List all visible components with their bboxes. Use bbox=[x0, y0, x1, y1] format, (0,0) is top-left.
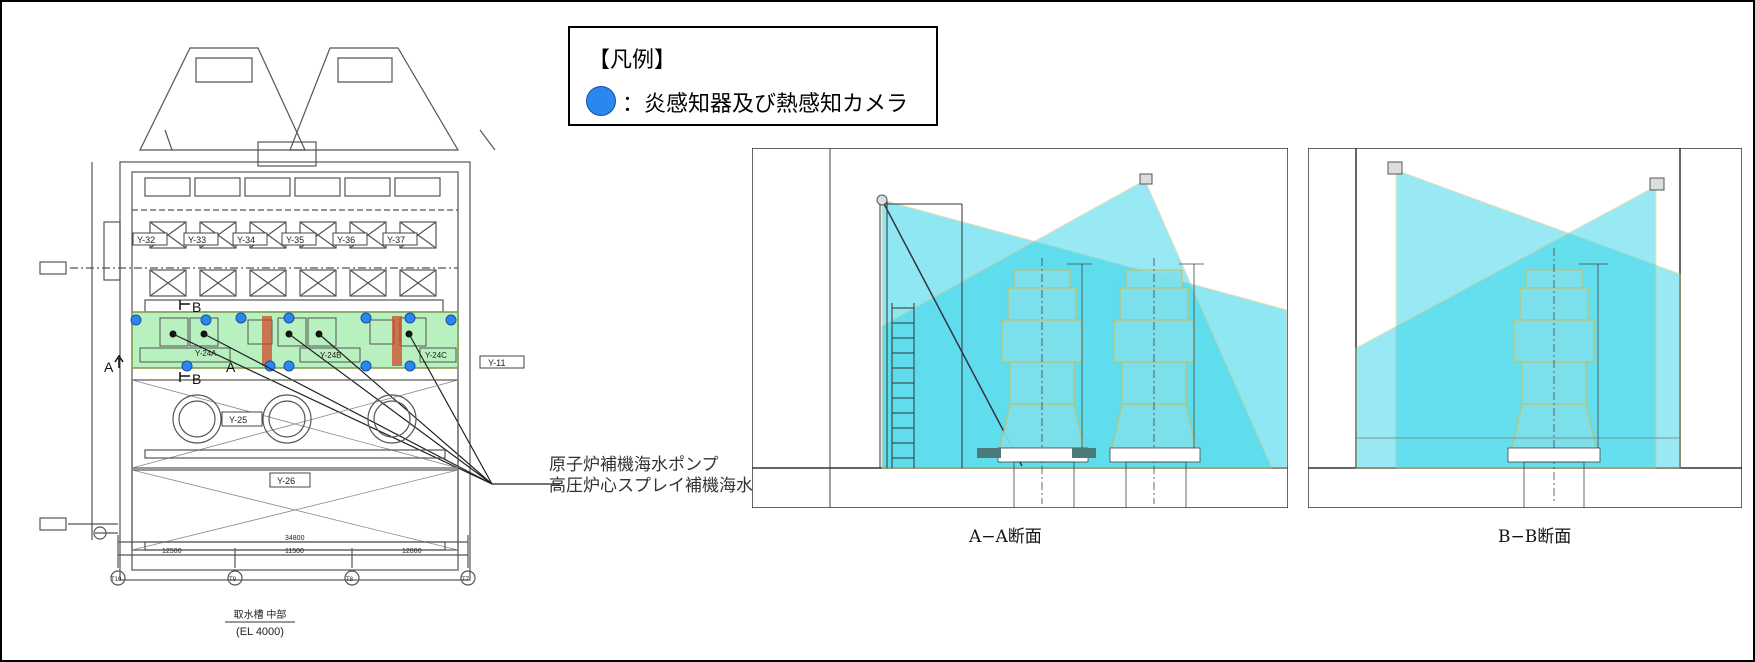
camera-icon bbox=[876, 173, 1153, 206]
grid-label: T10 bbox=[111, 577, 122, 583]
room-label: Y-36 bbox=[337, 235, 355, 245]
tag-y24b: Y-24B bbox=[320, 351, 342, 360]
tag-y11: Y-11 bbox=[488, 358, 506, 368]
section-bb-label: B−B断面 bbox=[1498, 527, 1572, 547]
dim-1: 12500 bbox=[162, 548, 182, 555]
dim-total: 34800 bbox=[285, 535, 305, 542]
section-a-marker: A bbox=[226, 359, 236, 375]
grid-label: T8 bbox=[346, 577, 354, 583]
dim-3: 12000 bbox=[402, 548, 422, 555]
tag-y26: Y-26 bbox=[277, 476, 295, 486]
detector-legend-icon bbox=[586, 86, 616, 116]
room-label: Y-33 bbox=[188, 235, 206, 245]
tag-y24a: Y-24A bbox=[195, 349, 217, 358]
section-bb-drawing bbox=[1308, 148, 1742, 508]
room-label: Y-34 bbox=[237, 235, 255, 245]
camera-icon bbox=[1387, 161, 1665, 191]
legend: 【凡例】 ：炎感知器及び熱感知カメラ bbox=[568, 26, 938, 126]
detector-markers bbox=[130, 312, 457, 372]
pump-label-rccw: 原子炉補機海水ポンプ bbox=[549, 455, 719, 475]
legend-title: 【凡例】 bbox=[588, 48, 677, 73]
legend-item-text: ：炎感知器及び熱感知カメラ bbox=[622, 92, 909, 117]
plan-drawing: Y-32 Y-33 Y-34 Y-35 Y-36 Y-37 Y-11 Y-25 … bbox=[39, 47, 560, 638]
pump-label-hpcs: 高圧炉心スプレイ補機海水ポンプ bbox=[549, 476, 804, 496]
section-aa-drawing bbox=[752, 148, 1288, 508]
section-a-marker: A bbox=[104, 359, 114, 375]
tag-y24c: Y-24C bbox=[425, 351, 447, 360]
room-label: Y-32 bbox=[137, 235, 155, 245]
section-aa-label: A−A断面 bbox=[969, 527, 1042, 547]
section-b-marker: B bbox=[192, 299, 201, 315]
room-label: Y-37 bbox=[387, 235, 405, 245]
grid-label: T9 bbox=[229, 577, 237, 583]
section-b-marker: B bbox=[192, 371, 201, 387]
tag-y25: Y-25 bbox=[229, 415, 247, 425]
plan-elevation: (EL 4000) bbox=[236, 626, 284, 638]
room-label: Y-35 bbox=[286, 235, 304, 245]
dim-2: 11500 bbox=[285, 548, 304, 555]
plan-title: 取水槽 中部 bbox=[234, 608, 287, 621]
grid-label: T7 bbox=[462, 577, 470, 583]
